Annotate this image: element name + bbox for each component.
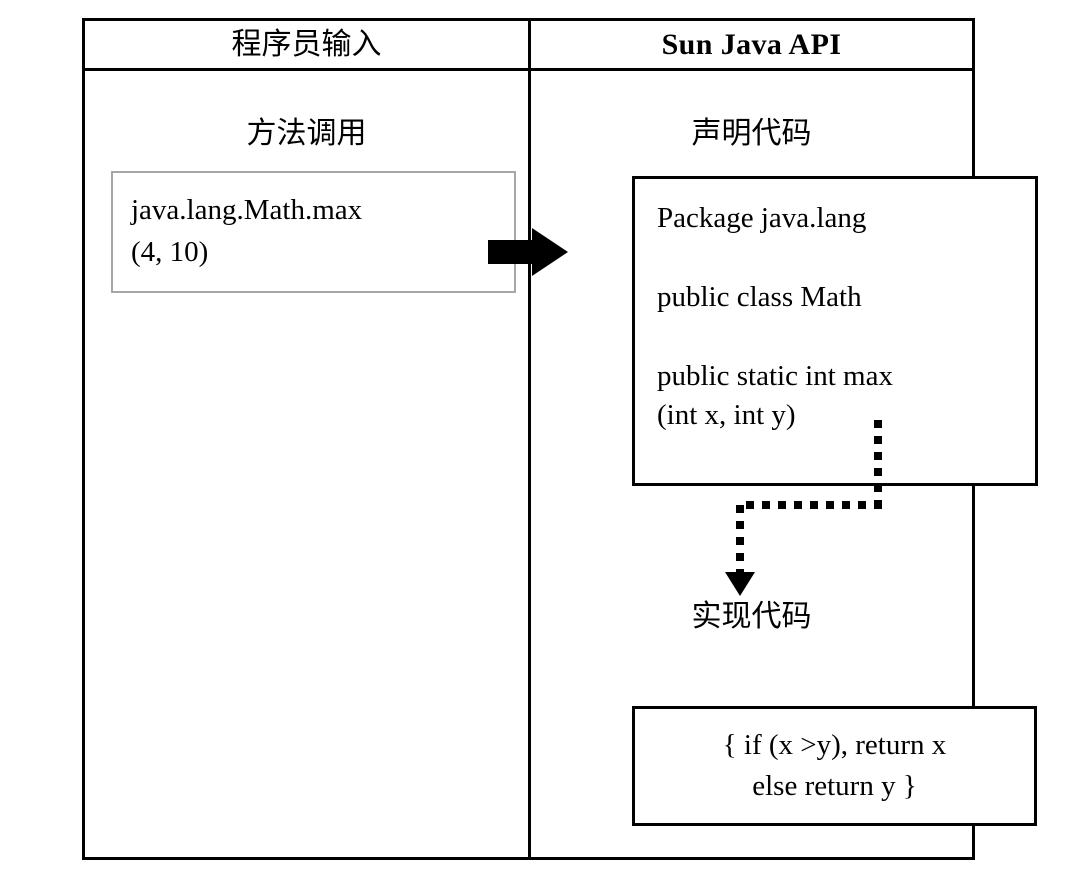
header-programmer-input: 程序员输入 [231,27,382,61]
column-programmer-input: 方法调用 java.lang.Math.max (4, 10) [85,71,528,857]
section-title-declaration-code: 声明代码 [691,117,812,150]
declaration-line-class: public class Math [657,281,862,314]
implementation-line-1: { if (x >y), return x [722,728,947,761]
declaration-line-method-signature: public static int max [657,360,893,393]
table-body: 方法调用 java.lang.Math.max (4, 10) 声明代码 Pac… [85,71,1038,857]
header-sun-java-api: Sun Java API [661,27,842,61]
declaration-line-package: Package java.lang [657,202,867,234]
declaration-code-box: Package java.lang public class Math publ… [632,176,1038,486]
implementation-line-2: else return y } [752,770,917,802]
column-sun-java-api: 声明代码 Package java.lang public class Math… [531,71,1038,857]
section-title-implementation-code: 实现代码 [691,600,812,633]
implementation-code-box: { if (x >y), return x else return y } [632,706,1037,826]
declaration-line-method: public static int max (int x, int y) [657,357,1035,435]
method-call-line-1: java.lang.Math.max [131,194,363,226]
section-title-method-call: 方法调用 [246,117,367,150]
method-call-box: java.lang.Math.max (4, 10) [111,171,516,293]
dotted-arrow-down-icon [700,400,920,610]
method-call-line-2: (4, 10) [131,236,209,269]
block-arrow-right-icon [488,228,568,276]
declaration-line-method-params: (int x, int y) [657,399,796,432]
column-divider [528,21,531,857]
diagram-table: 程序员输入 Sun Java API 方法调用 java.lang.Math.m… [82,18,1038,860]
